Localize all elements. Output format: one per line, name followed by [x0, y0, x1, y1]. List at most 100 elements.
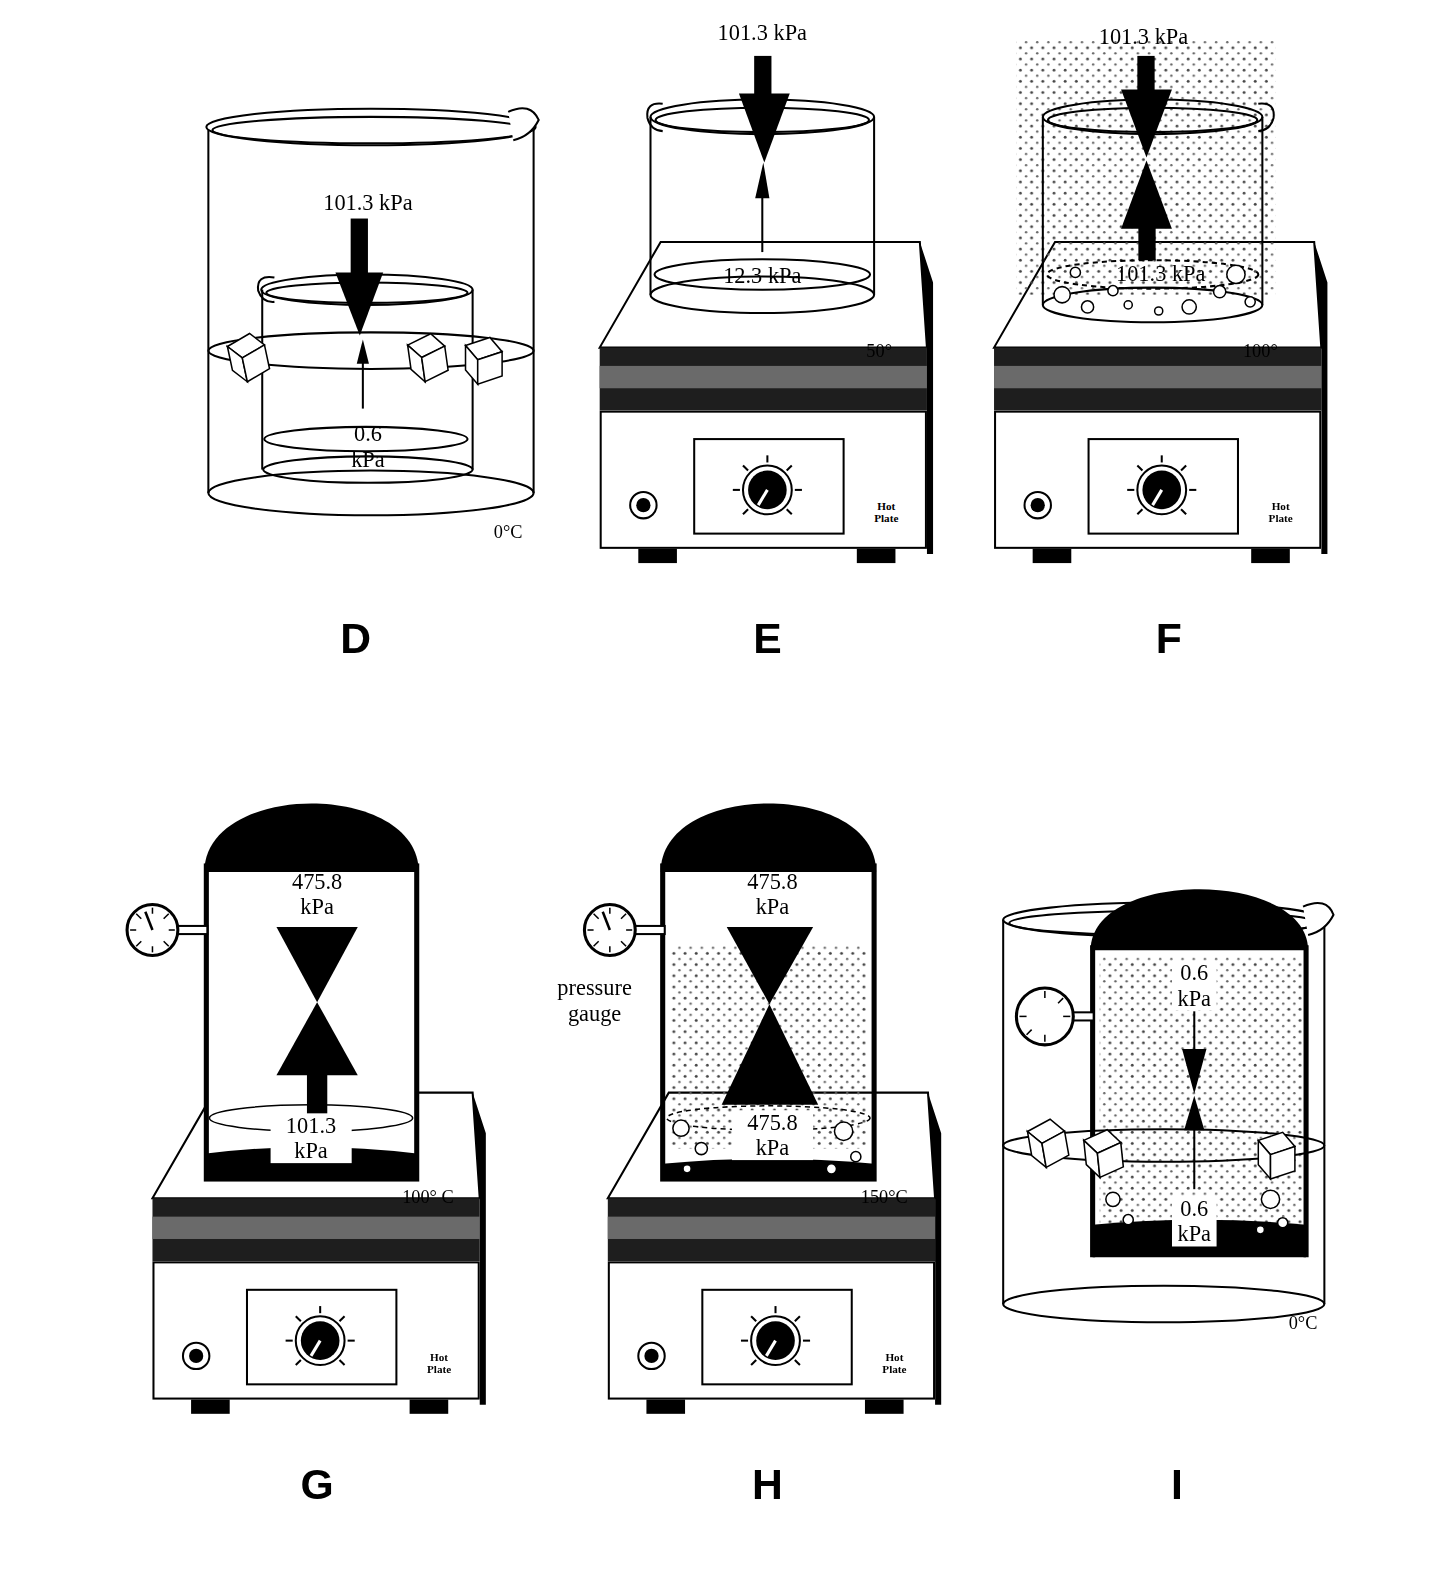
- beaker-ice-bath: [206, 108, 538, 515]
- pressure-vessel: [661, 803, 876, 872]
- beaker: [1047, 260, 1258, 288]
- pressure-arrow: [276, 927, 357, 1118]
- pressure-vessel: [663, 1159, 874, 1181]
- illustration: [226, 331, 272, 384]
- pressure-label: 0.6 kPa: [1172, 961, 1217, 1011]
- pressure-arrow: [1138, 228, 1155, 261]
- pressure-arrow: [1184, 1096, 1204, 1131]
- vapor-stipple: [1016, 41, 1275, 295]
- illustration: [1026, 1117, 1070, 1169]
- illustration: [584, 905, 664, 956]
- beaker: [647, 103, 662, 131]
- pressure-arrow: [335, 219, 383, 409]
- illustration: [608, 1093, 941, 1414]
- pressure-arrow: [276, 927, 357, 1002]
- pressure-arrow: [754, 56, 771, 97]
- temperature-label: 150°C: [849, 1187, 920, 1207]
- beaker: [1258, 103, 1273, 131]
- pressure-arrow: [722, 1004, 819, 1105]
- panel-letter: I: [1152, 1460, 1203, 1508]
- pressure-arrow: [1121, 56, 1172, 260]
- inner-beaker: [261, 290, 263, 470]
- pressure-arrow: [1121, 161, 1172, 229]
- pressure-vessel: [204, 803, 418, 1181]
- beaker-ice-bath: [208, 471, 533, 516]
- beaker-ice-bath: [1003, 903, 1324, 1323]
- beaker-ice-bath: [212, 117, 529, 143]
- pressure-arrow: [351, 219, 368, 275]
- pressure-vessel: [1091, 889, 1309, 950]
- temperature-label: 50°: [854, 340, 905, 360]
- beaker: [1042, 117, 1044, 305]
- temperature-label: 100°: [1230, 340, 1291, 360]
- pressure-arrow: [722, 927, 819, 1105]
- callout-label: pressure gauge: [539, 976, 651, 1026]
- beaker-ice-bath: [1003, 1286, 1324, 1323]
- pressure-label: 12.3 kPa: [696, 264, 828, 289]
- beaker-ice-bath: [533, 127, 535, 493]
- panel-letter: F: [1143, 614, 1194, 662]
- panel-letter: E: [742, 614, 793, 662]
- pressure-vessel: [206, 866, 416, 1179]
- bubbles: [1256, 1226, 1264, 1234]
- beaker: [1043, 100, 1274, 323]
- pressure-vessel: [661, 803, 876, 1181]
- vapor-stipple: [1100, 955, 1303, 1224]
- device-label: Hot Plate: [868, 500, 905, 525]
- pressure-gauge: [1027, 1030, 1032, 1035]
- bubbles: [1054, 287, 1070, 303]
- bubbles: [1227, 265, 1245, 283]
- pressure-label: 101.3 kPa: [270, 1113, 351, 1163]
- bubbles: [1278, 1218, 1288, 1228]
- bubbles: [1106, 1192, 1120, 1206]
- bubbles: [1245, 297, 1255, 307]
- pressure-arrow: [739, 56, 790, 252]
- pressure-arrow: [1193, 1011, 1195, 1052]
- hot-plate-panel: Hot Plate: [994, 411, 1321, 549]
- bubbles: [1214, 286, 1226, 298]
- pressure-label: 0.6 kPa: [1172, 1197, 1217, 1247]
- pressure-arrow: [335, 272, 383, 335]
- pressure-vessel: [1091, 889, 1309, 1257]
- panel-letter: H: [742, 1460, 793, 1508]
- illustration: [1258, 1132, 1295, 1179]
- pressure-gauge: [1063, 1016, 1070, 1018]
- beaker: [649, 117, 651, 295]
- pressure-gauge: [1016, 988, 1093, 1045]
- beaker-ice-bath: [1002, 920, 1004, 1304]
- device-label: Hot Plate: [421, 1351, 458, 1376]
- illustration: [1083, 1128, 1124, 1178]
- illustration: [152, 1093, 485, 1414]
- beaker-spout: [1303, 903, 1333, 935]
- bubbles: [1261, 1190, 1279, 1208]
- pressure-label: 101.3 kPa: [1067, 25, 1219, 50]
- pressure-label: 101.3 kPa: [686, 21, 838, 46]
- device-label: Hot Plate: [876, 1351, 913, 1376]
- pressure-arrow: [1182, 1049, 1206, 1094]
- pressure-vessel: [1090, 945, 1095, 1257]
- bubbles: [1070, 267, 1080, 277]
- bubbles: [826, 1164, 836, 1174]
- hot-plate-panel: Hot Plate: [600, 411, 927, 549]
- pressure-label: 475.8 kPa: [732, 1110, 813, 1160]
- device-label: Hot Plate: [1262, 500, 1299, 525]
- pressure-label: 475.8 kPa: [732, 869, 813, 919]
- pressure-gauge: [1058, 998, 1063, 1003]
- bubbles: [1081, 301, 1093, 313]
- pressure-arrow: [1137, 56, 1154, 93]
- hot-plate-panel: Hot Plate: [608, 1261, 935, 1399]
- pressure-arrow: [1121, 89, 1172, 157]
- beaker-ice-bath: [1323, 920, 1325, 1304]
- panel-letter: D: [330, 614, 381, 662]
- bubbles: [673, 1120, 689, 1136]
- beaker-ice-bath: [207, 127, 209, 493]
- inner-beaker: [258, 277, 274, 302]
- beaker: [873, 117, 875, 295]
- hot-plate-panel: Hot Plate: [152, 1261, 479, 1399]
- pressure-arrow: [307, 1072, 327, 1118]
- pressure-arrow: [357, 339, 369, 363]
- pressure-label: 475.8 kPa: [276, 869, 357, 919]
- illustration: [407, 332, 450, 383]
